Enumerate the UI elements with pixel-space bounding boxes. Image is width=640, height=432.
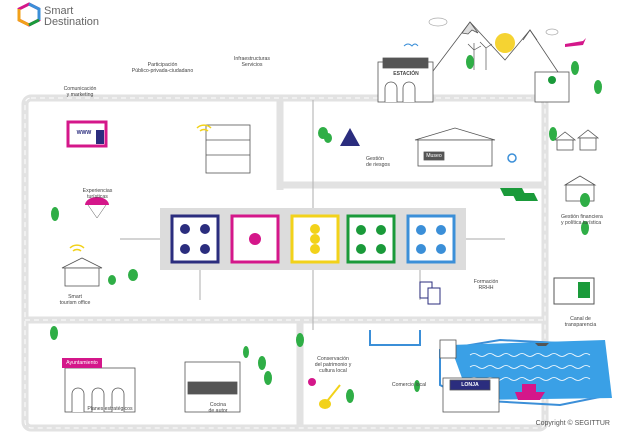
wifi-icon — [69, 124, 212, 252]
restaurant-building — [184, 361, 241, 413]
risk-warning-icon — [340, 128, 360, 146]
hub-box-green — [346, 214, 396, 264]
label-gestion-financiera: Gestión financiera y política turística — [561, 214, 603, 226]
farm-houses — [553, 129, 600, 151]
water-waves — [469, 353, 591, 381]
hub-box-magenta — [230, 214, 280, 264]
hub-box-yellow — [290, 214, 340, 264]
smart-destination-logo — [17, 2, 41, 27]
www-monitor-icon — [66, 120, 108, 148]
bank-building — [563, 175, 597, 202]
label-estacion: ESTACIÓN — [393, 71, 419, 77]
hub-box-navy — [170, 214, 220, 264]
airplane-icon — [565, 38, 586, 47]
boat-icon — [515, 384, 545, 400]
sun-icon — [495, 33, 515, 53]
brand-line-1: Smart — [44, 5, 74, 17]
label-www: WWW — [76, 130, 92, 136]
wheelchair-icon — [507, 153, 517, 163]
bird-icon — [403, 43, 419, 47]
fish-market-building — [442, 377, 500, 413]
label-lonja: LONJA — [461, 382, 479, 388]
label-infraestructuras: Infraestructuras Servicios — [233, 56, 271, 68]
label-comunicacion: Comunicación y marketing — [63, 86, 97, 98]
theater-masks-icon — [308, 378, 316, 386]
label-museo: Museo — [426, 153, 442, 159]
brand-title: Smart Destination — [44, 6, 99, 28]
label-cocina: Cocina de autor — [208, 402, 228, 414]
label-formacion: Formación RRHH — [473, 279, 499, 291]
recycling-plant — [534, 71, 570, 103]
town-hall-building — [62, 358, 136, 413]
label-gestion-riesgos: Gestión de riesgos — [366, 156, 390, 168]
hotel-building — [205, 124, 251, 174]
label-ayuntamiento: Ayuntamiento — [66, 360, 98, 366]
label-comercio: Comercio local — [391, 382, 427, 388]
trees — [50, 55, 602, 403]
label-planes: Planes estratégicos — [87, 406, 133, 412]
station-building — [377, 57, 434, 103]
label-experiencias: Experiencias turísticas — [82, 188, 113, 200]
guitar-icon — [319, 384, 341, 409]
parachute-icon — [85, 197, 109, 219]
brand-line-2: Destination — [44, 16, 100, 28]
wind-turbines-icon — [467, 41, 493, 70]
label-participacion: Participación Público-privada-ciudadano — [131, 62, 194, 74]
mountains — [429, 21, 561, 76]
lighthouse-kiosk — [439, 339, 457, 359]
solar-panels-icon — [500, 188, 538, 201]
transparency-screen-icon — [553, 277, 595, 305]
label-canal: Canal de transparencia — [564, 316, 597, 328]
road-center-lines — [24, 97, 546, 429]
tourism-office-building — [61, 257, 103, 287]
hub-box-blue — [406, 214, 456, 264]
kayak-icon — [535, 343, 549, 346]
copyright: Copyright © SEGITTUR — [535, 420, 610, 427]
label-conservacion: Conservación del patrimonio y cultura lo… — [314, 356, 352, 374]
museum-building — [414, 127, 496, 167]
charts-icon — [419, 281, 441, 305]
label-smart-office: Smart tourism office — [59, 294, 91, 306]
clouds — [428, 17, 559, 36]
